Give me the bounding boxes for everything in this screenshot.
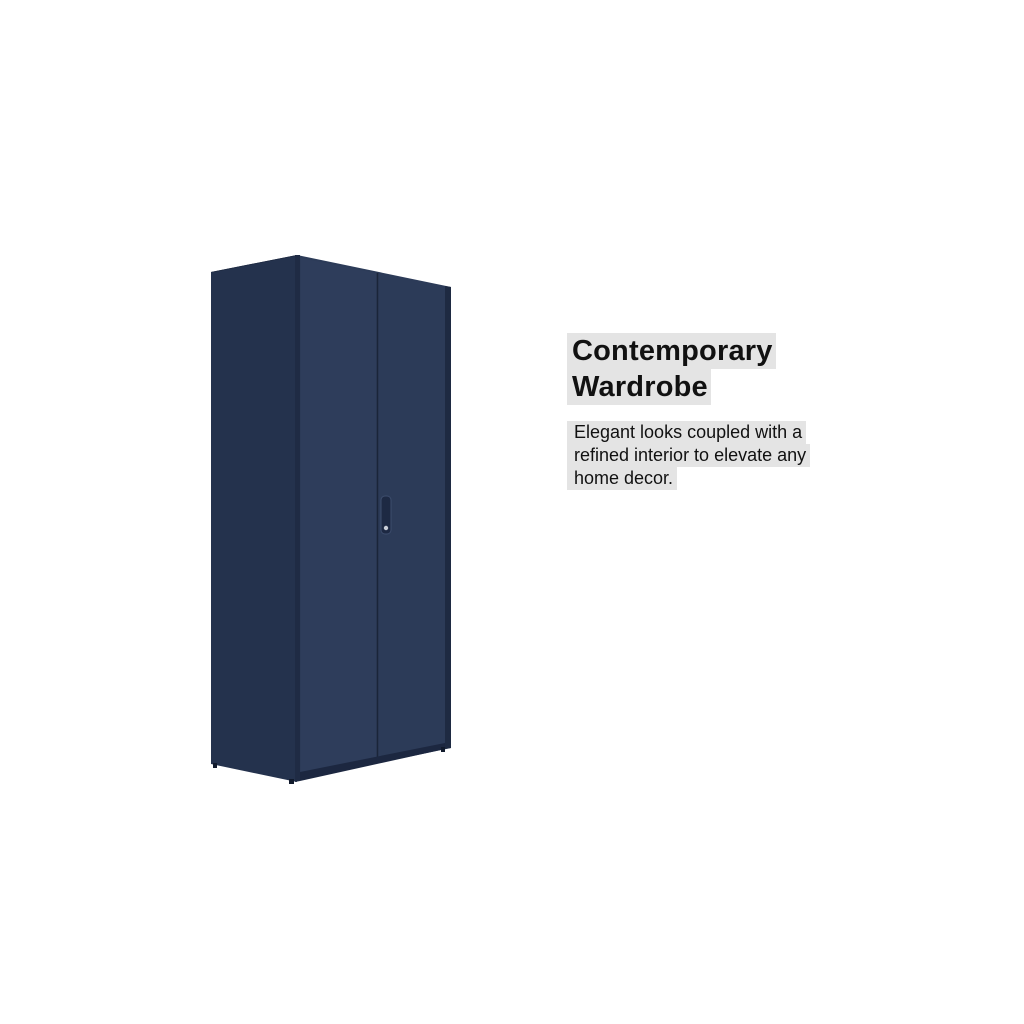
product-description-line-1: Elegant looks coupled with a: [567, 421, 807, 444]
wardrobe-plinth: [300, 743, 445, 781]
wardrobe-right-door: [379, 274, 444, 761]
wardrobe-handle: [380, 495, 392, 535]
wardrobe-foot-right: [441, 747, 445, 752]
wardrobe-corner-edge: [295, 255, 300, 782]
product-title-line-1: Contemporary: [567, 333, 776, 369]
product-description: Elegant looks coupled with a refined int…: [567, 421, 867, 490]
wardrobe-top-edge: [211, 255, 300, 272]
wardrobe-lock-icon: [383, 525, 389, 531]
wardrobe-left-door: [301, 258, 376, 778]
wardrobe-side-panel: [211, 255, 297, 782]
product-description-line-2: refined interior to elevate any: [567, 444, 811, 467]
product-title: Contemporary Wardrobe: [567, 333, 867, 405]
wardrobe-right-edge: [445, 286, 451, 749]
wardrobe-foot-left: [213, 763, 217, 768]
wardrobe-foot-front: [289, 779, 294, 784]
product-title-line-2: Wardrobe: [567, 369, 711, 405]
product-description-line-3: home decor.: [567, 467, 678, 490]
